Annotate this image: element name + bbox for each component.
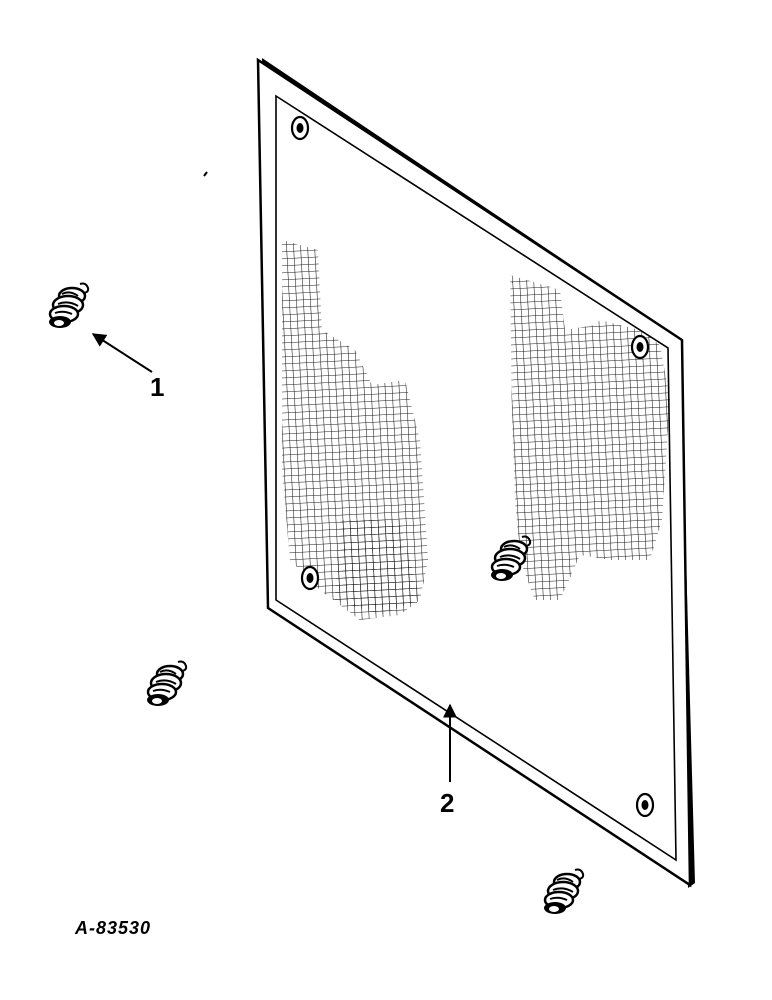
callout-2-label: 2	[440, 788, 455, 818]
screen-panel-icon	[256, 57, 695, 888]
arrow-icon	[91, 333, 153, 373]
callout-1-label: 1	[150, 372, 165, 402]
spring-fastener-icon	[542, 868, 585, 916]
figure-id: A-83530	[75, 918, 152, 938]
spring-fastener-icon	[47, 282, 90, 330]
spring-fastener-icon	[145, 660, 188, 708]
